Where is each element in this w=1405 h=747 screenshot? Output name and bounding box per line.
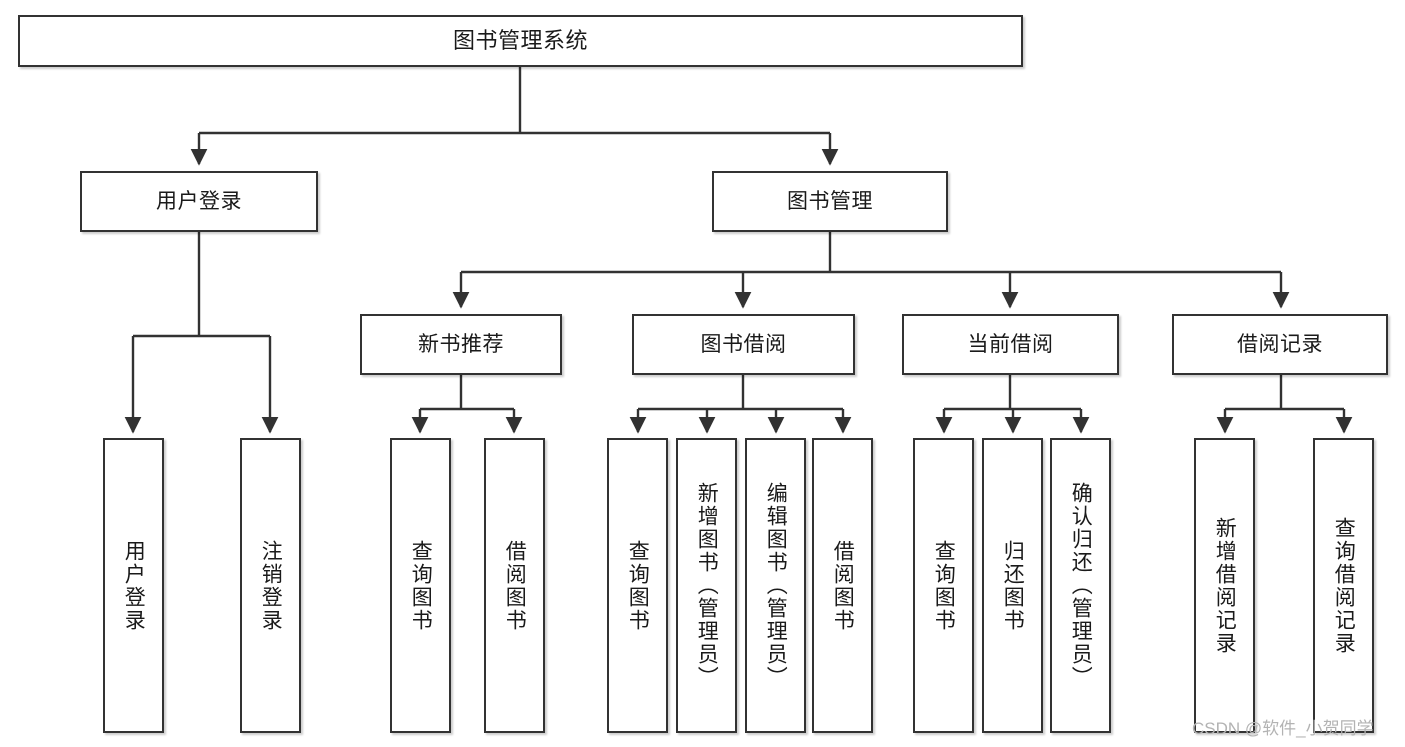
node-book-management[interactable]: 图书管理 [712, 171, 948, 232]
node-label: 归还图书 [1001, 539, 1025, 632]
node-new-book-recommend[interactable]: 新书推荐 [360, 314, 562, 375]
node-user-login[interactable]: 用户登录 [80, 171, 318, 232]
node-leaf-query-book-2[interactable]: 查询图书 [607, 438, 668, 733]
node-book-borrow[interactable]: 图书借阅 [632, 314, 855, 375]
node-label: 借阅图书 [503, 539, 527, 632]
node-book-management-system[interactable]: 图书管理系统 [18, 15, 1023, 67]
node-leaf-edit-book[interactable]: 编辑图书（管理员） [745, 438, 806, 733]
node-leaf-add-book[interactable]: 新增图书（管理员） [676, 438, 737, 733]
node-label: 查询图书 [409, 539, 433, 632]
node-current-borrow[interactable]: 当前借阅 [902, 314, 1119, 375]
node-leaf-query-record[interactable]: 查询借阅记录 [1313, 438, 1374, 733]
node-label: 用户登录 [156, 189, 242, 213]
node-label: 借阅图书 [831, 539, 855, 632]
node-borrow-record[interactable]: 借阅记录 [1172, 314, 1388, 375]
node-label: 查询图书 [626, 539, 650, 632]
node-label: 图书管理 [787, 189, 873, 213]
node-label: 用户登录 [122, 539, 146, 632]
node-leaf-return-book[interactable]: 归还图书 [982, 438, 1043, 733]
node-label: 当前借阅 [967, 332, 1054, 356]
node-label: 查询图书 [932, 539, 956, 632]
node-label: 编辑图书（管理员） [764, 482, 788, 689]
node-label: 注销登录 [259, 539, 283, 632]
node-label: 确认归还（管理员） [1069, 482, 1093, 689]
node-label: 图书借阅 [700, 332, 787, 356]
node-leaf-borrow-book-2[interactable]: 借阅图书 [812, 438, 873, 733]
node-label: 新增图书（管理员） [695, 482, 719, 689]
node-label: 查询借阅记录 [1332, 516, 1356, 655]
node-leaf-query-book-3[interactable]: 查询图书 [913, 438, 974, 733]
watermark-text: CSDN @软件_小贺同学 [1192, 719, 1374, 738]
node-leaf-confirm-return[interactable]: 确认归还（管理员） [1050, 438, 1111, 733]
node-leaf-borrow-book-1[interactable]: 借阅图书 [484, 438, 545, 733]
node-label: 新增借阅记录 [1213, 516, 1237, 655]
node-leaf-query-book-1[interactable]: 查询图书 [390, 438, 451, 733]
node-label: 借阅记录 [1237, 332, 1323, 356]
node-leaf-logout-login[interactable]: 注销登录 [240, 438, 301, 733]
node-label: 新书推荐 [418, 332, 504, 356]
node-leaf-user-login[interactable]: 用户登录 [103, 438, 164, 733]
node-label: 图书管理系统 [452, 27, 588, 53]
node-leaf-add-record[interactable]: 新增借阅记录 [1194, 438, 1255, 733]
